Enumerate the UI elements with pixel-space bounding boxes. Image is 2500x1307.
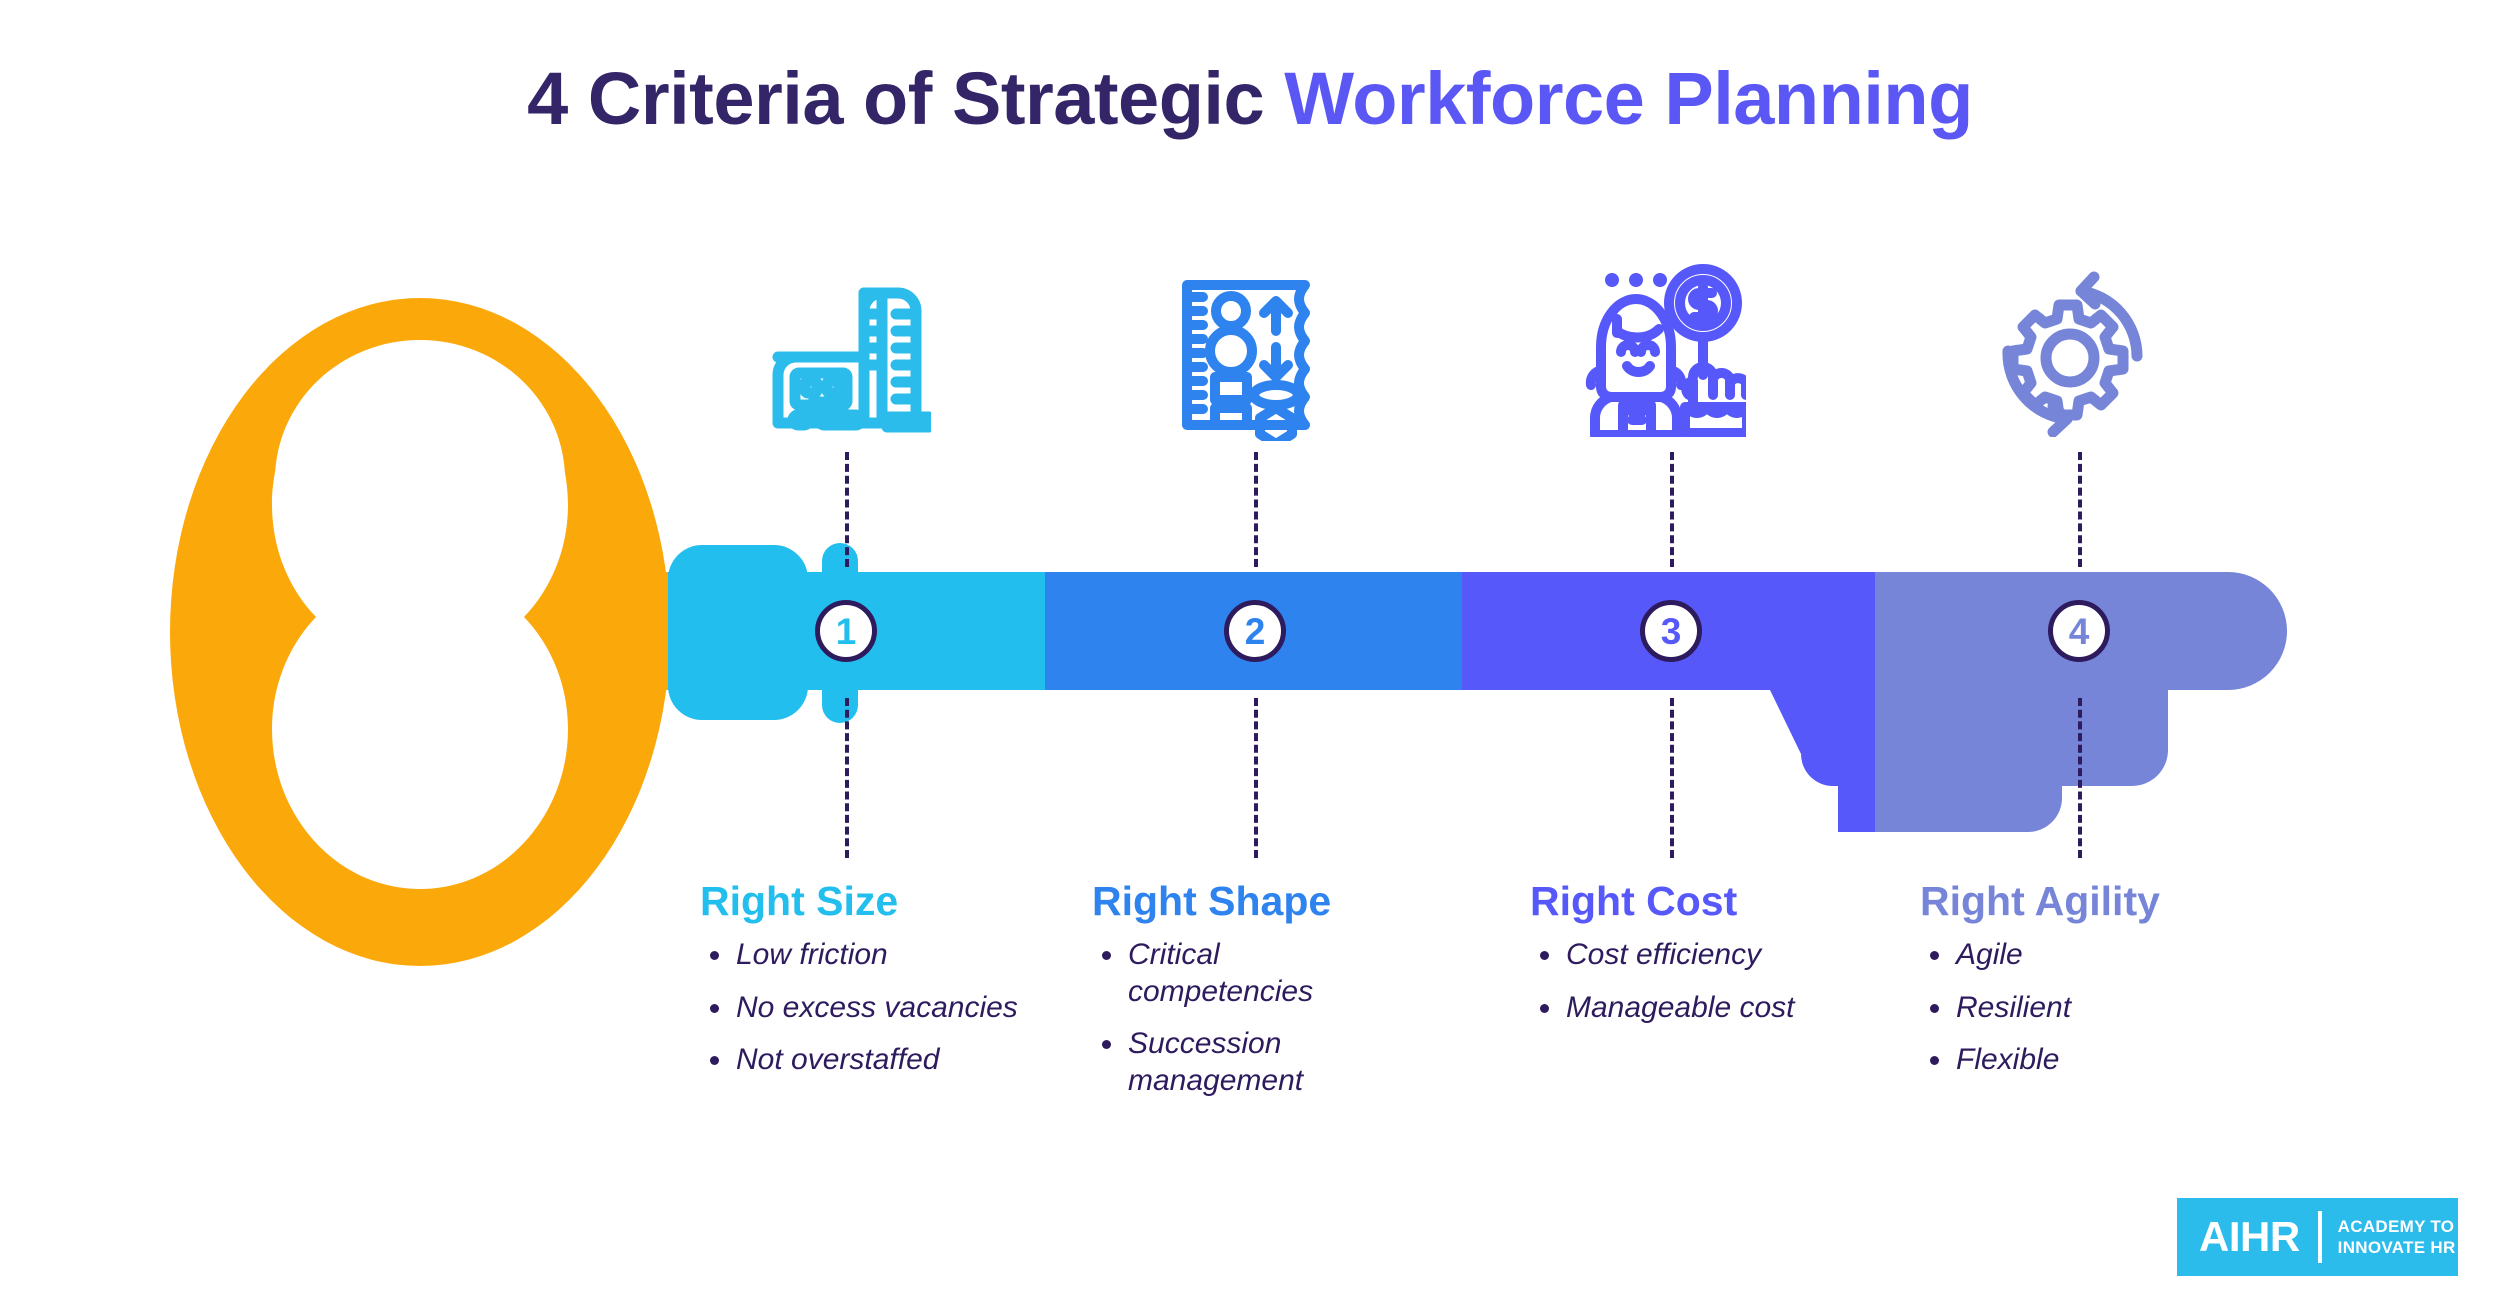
- aihr-tagline-line2: INNOVATE HR: [2337, 1238, 2456, 1257]
- page-title: 4 Criteria of Strategic Workforce Planni…: [0, 58, 2500, 139]
- connector-bottom-2: [1254, 698, 1258, 858]
- criteria-column-4: Right Agility Agile Resilient Flexible: [1920, 878, 2250, 1095]
- step-badge-3[interactable]: 3: [1640, 600, 1702, 662]
- criteria-column-1: Right Size Low friction No excess vacanc…: [700, 878, 1030, 1095]
- list-item: Flexible: [1920, 1042, 2250, 1079]
- list-item: Resilient: [1920, 990, 2250, 1027]
- page-title-dark-text: 4 Criteria of Strategic: [527, 57, 1285, 140]
- list-item: Critical competencies: [1092, 937, 1392, 1010]
- criteria-heading-1: Right Size: [700, 878, 899, 924]
- list-item: Not overstaffed: [700, 1042, 1030, 1079]
- list-item: Manageable cost: [1530, 990, 1830, 1027]
- criteria-column-2: Right Shape Critical competencies Succes…: [1092, 878, 1392, 1115]
- connector-top-4: [2078, 452, 2082, 567]
- person-coin-icon: [1578, 258, 1748, 438]
- list-item: Low friction: [700, 937, 1030, 974]
- key-head-orange: [170, 298, 740, 966]
- criteria-heading-3: Right Cost: [1530, 878, 1738, 924]
- criteria-heading-2: Right Shape: [1092, 878, 1332, 924]
- page-title-accent-text: Workforce Planning: [1284, 57, 1973, 140]
- connector-bottom-4: [2078, 698, 2082, 858]
- aihr-wordmark: AIHR: [2199, 1213, 2300, 1260]
- step-badge-2[interactable]: 2: [1224, 600, 1286, 662]
- shapes-chart-icon: [1170, 265, 1340, 445]
- step-badge-4[interactable]: 4: [2048, 600, 2110, 662]
- criteria-heading-4: Right Agility: [1920, 878, 2160, 924]
- criteria-column-3: Right Cost Cost efficiency Manageable co…: [1530, 878, 1830, 1042]
- connector-top-1: [845, 452, 849, 567]
- ruler-measure-icon: [762, 265, 932, 445]
- gear-refresh-icon: [1990, 262, 2160, 442]
- list-item: Cost efficiency: [1530, 937, 1830, 974]
- connector-bottom-1: [845, 698, 849, 858]
- logo-divider: [2317, 1211, 2322, 1263]
- step-badge-1[interactable]: 1: [815, 600, 877, 662]
- connector-top-3: [1670, 452, 1674, 567]
- connector-top-2: [1254, 452, 1258, 567]
- criteria-bullet-list-1: Low friction No excess vacancies Not ove…: [700, 937, 1030, 1079]
- connector-bottom-3: [1670, 698, 1674, 858]
- aihr-logo: AIHR ACADEMY TO INNOVATE HR: [2177, 1198, 2458, 1276]
- aihr-tagline-line1: ACADEMY TO: [2337, 1216, 2455, 1236]
- list-item: Agile: [1920, 937, 2250, 974]
- criteria-bullet-list-4: Agile Resilient Flexible: [1920, 937, 2250, 1079]
- list-item: Succession management: [1092, 1026, 1392, 1099]
- criteria-bullet-list-3: Cost efficiency Manageable cost: [1530, 937, 1830, 1026]
- aihr-tagline: ACADEMY TO INNOVATE HR: [2338, 1216, 2456, 1259]
- criteria-bullet-list-2: Critical competencies Succession managem…: [1092, 937, 1392, 1099]
- list-item: No excess vacancies: [700, 990, 1030, 1027]
